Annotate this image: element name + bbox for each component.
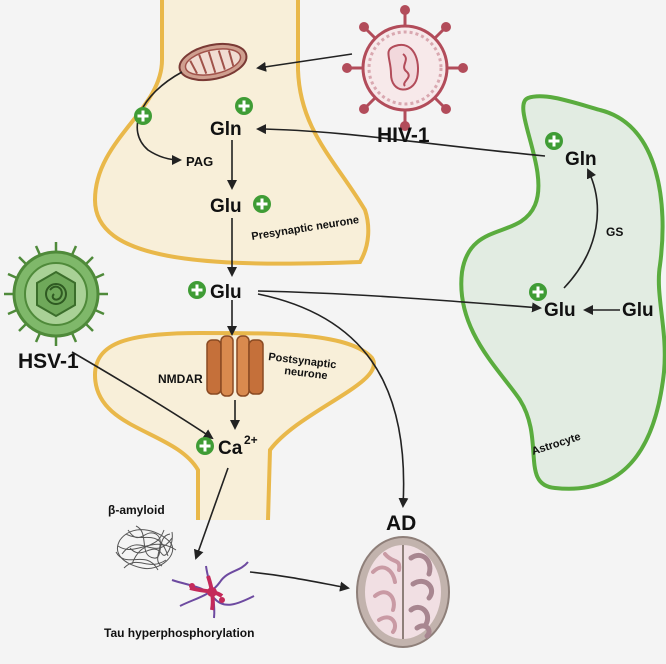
gs-label: GS: [606, 225, 623, 239]
arrow-ca-to-tau: [193, 467, 229, 560]
glu-astrocyte-left-label: Glu: [544, 300, 576, 321]
ad-label: AD: [386, 512, 416, 535]
plus-badge-icon: [235, 97, 253, 115]
hsv-virus-icon: [4, 242, 108, 346]
arrow-glu-to-ad: [257, 293, 409, 508]
glu-cleft-label: Glu: [210, 282, 242, 303]
plus-badge-icon: [253, 195, 271, 213]
hiv-virus-icon: [342, 5, 468, 131]
mitochondrion-icon: [178, 42, 248, 82]
arrow-hiv-to-mito: [256, 53, 353, 72]
tau-label: Tau hyperphosphorylation: [104, 626, 254, 640]
arrow-tau-to-ad: [249, 571, 350, 592]
gln-presynaptic-label: Gln: [210, 119, 242, 140]
postsynaptic-label-line2: neurone: [284, 365, 329, 382]
pag-label: PAG: [186, 154, 213, 169]
calcium-label: Ca: [218, 438, 243, 459]
arrow-hsv-to-ca: [71, 351, 214, 440]
nmda-receptor-icon: [206, 335, 264, 397]
amyloid-label: β-amyloid: [108, 503, 165, 517]
plus-badge-icon: [529, 283, 547, 301]
tau-tangle-icon: [171, 561, 255, 619]
nmdar-label: NMDAR: [158, 372, 203, 386]
astrocyte: [459, 94, 666, 491]
arrow-gs: [563, 168, 599, 289]
plus-badge-icon: [545, 132, 563, 150]
presynaptic-neurone: [92, 0, 371, 266]
arrow-mito-to-pag: [136, 71, 183, 165]
plus-badge-icon: [188, 281, 206, 299]
gln-astrocyte-label: Gln: [565, 149, 597, 170]
calcium-charge-label: 2+: [244, 433, 258, 447]
arrows: [71, 53, 620, 592]
hsv-label: HSV-1: [18, 350, 79, 373]
amyloid-plaque-icon: [115, 525, 177, 571]
plus-badge-icon: [134, 107, 152, 125]
glu-presynaptic-label: Glu: [210, 196, 242, 217]
glu-astrocyte-right-label: Glu: [622, 300, 654, 321]
hiv-label: HIV-1: [377, 124, 430, 147]
arrow-glu-to-astro: [257, 290, 542, 313]
arrow-astro-gln-to-gln: [256, 124, 546, 157]
brain-icon: [356, 536, 450, 648]
plus-badge-icon: [196, 437, 214, 455]
